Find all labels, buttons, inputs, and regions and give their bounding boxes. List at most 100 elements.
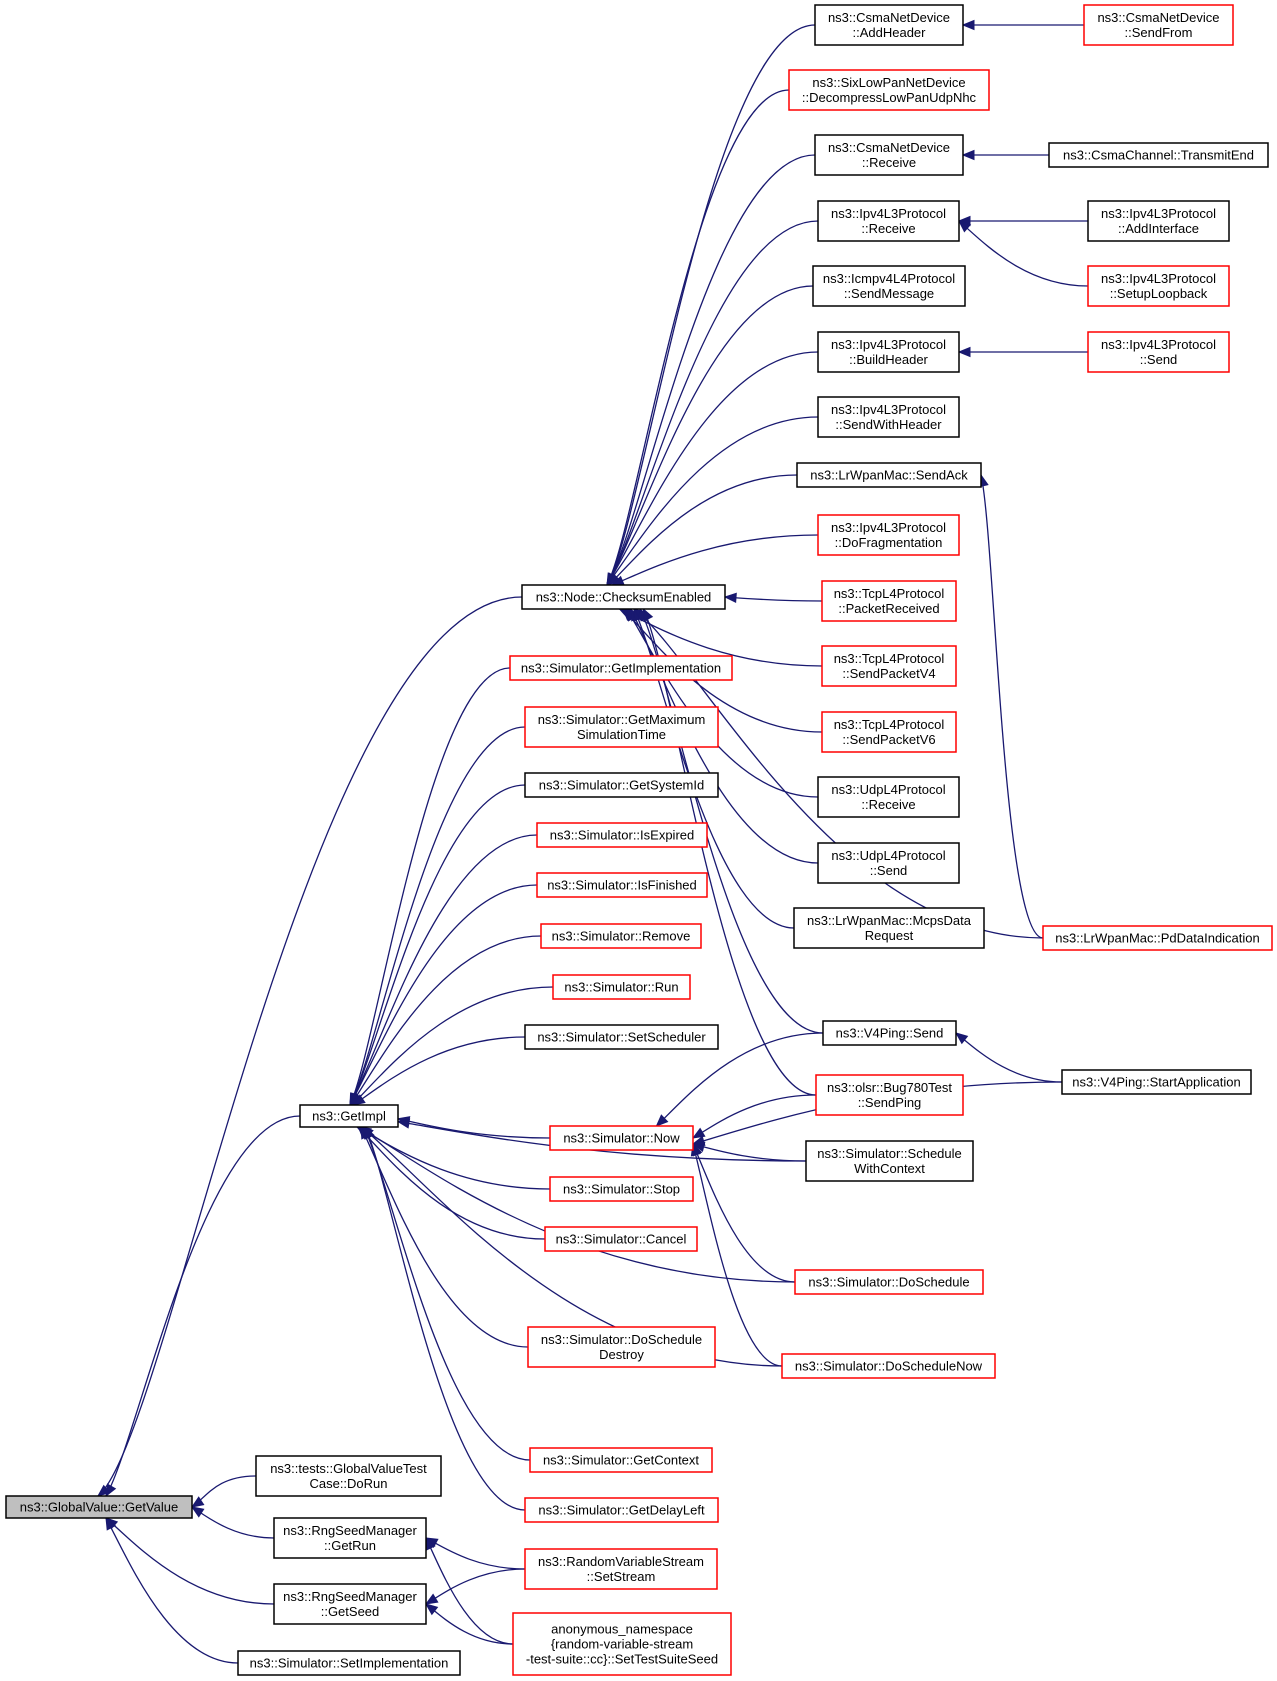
node-label: ::Send — [870, 863, 908, 878]
node-label: ns3::RngSeedManager — [283, 1523, 417, 1538]
node-gv-getvalue[interactable]: ns3::GlobalValue::GetValue — [5, 1495, 193, 1519]
call-edge — [425, 1568, 526, 1605]
arrowhead — [105, 1516, 117, 1531]
node-anon-seed[interactable]: anonymous_namespace{random-variable-stre… — [512, 1612, 732, 1676]
node-sim-isfinished[interactable]: ns3::Simulator::IsFinished — [536, 872, 708, 898]
node-udp-send[interactable]: ns3::UdpL4Protocol::Send — [817, 842, 960, 884]
node-box — [817, 514, 960, 556]
node-sim-getimplementation[interactable]: ns3::Simulator::GetImplementation — [509, 655, 733, 681]
node-sim-getsystemid[interactable]: ns3::Simulator::GetSystemId — [524, 772, 719, 798]
node-sim-getcontext[interactable]: ns3::Simulator::GetContext — [529, 1447, 713, 1473]
node-v4ping-send[interactable]: ns3::V4Ping::Send — [822, 1020, 957, 1046]
node-label: ::SendWithHeader — [835, 417, 942, 432]
node-ipv4l3-addinterface[interactable]: ns3::Ipv4L3Protocol::AddInterface — [1087, 200, 1230, 242]
node-box — [1061, 1069, 1252, 1095]
node-csma-receive[interactable]: ns3::CsmaNetDevice::Receive — [814, 134, 964, 176]
node-ipv4l3-dofrag[interactable]: ns3::Ipv4L3Protocol::DoFragmentation — [817, 514, 960, 556]
node-sim-setscheduler[interactable]: ns3::Simulator::SetScheduler — [524, 1024, 719, 1050]
node-csma-addheader[interactable]: ns3::CsmaNetDevice::AddHeader — [814, 4, 964, 46]
node-label: ::Send — [1140, 352, 1178, 367]
node-label: ns3::LrWpanMac::SendAck — [810, 468, 968, 483]
node-tcp-packetreceived[interactable]: ns3::TcpL4Protocol::PacketReceived — [821, 580, 957, 622]
call-edge — [608, 474, 798, 586]
node-sim-getdelayleft[interactable]: ns3::Simulator::GetDelayLeft — [524, 1497, 719, 1523]
node-label: ::Receive — [861, 797, 915, 812]
function-nodes: ns3::GlobalValue::GetValue ns3::tests::Gl… — [5, 4, 1273, 1676]
node-sim-cancel[interactable]: ns3::Simulator::Cancel — [544, 1226, 698, 1252]
call-edge — [606, 220, 819, 586]
node-sim-remove[interactable]: ns3::Simulator::Remove — [540, 923, 702, 949]
node-sim-doschedule[interactable]: ns3::Simulator::DoSchedule — [794, 1269, 984, 1295]
node-csmach-transmitend[interactable]: ns3::CsmaChannel::TransmitEnd — [1048, 142, 1269, 168]
node-box — [1087, 331, 1230, 373]
node-olsr-sendping[interactable]: ns3::olsr::Bug780Test::SendPing — [815, 1074, 964, 1116]
node-icmpv4-sendmessage[interactable]: ns3::Icmpv4L4Protocol::SendMessage — [812, 265, 966, 307]
node-box — [544, 1226, 698, 1252]
call-edge — [105, 1517, 239, 1664]
node-label: ::GetSeed — [321, 1604, 380, 1619]
node-label: ns3::TcpL4Protocol — [834, 651, 945, 666]
node-sim-stop[interactable]: ns3::Simulator::Stop — [549, 1176, 694, 1202]
call-edge — [692, 1143, 783, 1367]
node-box — [817, 776, 960, 818]
node-lrwpan-sendack[interactable]: ns3::LrWpanMac::SendAck — [796, 462, 982, 488]
node-box — [524, 1497, 719, 1523]
node-sim-doschedulenow[interactable]: ns3::Simulator::DoScheduleNow — [781, 1353, 996, 1379]
node-label: ns3::V4Ping::Send — [836, 1026, 944, 1041]
node-csma-sendfrom[interactable]: ns3::CsmaNetDevice::SendFrom — [1083, 4, 1234, 46]
node-label: ::AddHeader — [853, 25, 927, 40]
call-edge — [356, 1126, 551, 1190]
node-rng-getrun[interactable]: ns3::RngSeedManager::GetRun — [273, 1517, 427, 1559]
node-sixlowpan[interactable]: ns3::SixLowPanNetDevice::DecompressLowPa… — [788, 69, 990, 111]
node-box — [273, 1583, 427, 1625]
node-label: ns3::CsmaNetDevice — [1097, 10, 1219, 25]
arrowhead — [642, 607, 654, 622]
arrowhead — [958, 220, 972, 233]
arrowhead — [96, 1484, 111, 1497]
node-label: ::SendPing — [858, 1095, 922, 1110]
node-label: {random-variable-stream — [551, 1637, 693, 1652]
node-sim-run[interactable]: ns3::Simulator::Run — [552, 974, 691, 1000]
node-sim-isexpired[interactable]: ns3::Simulator::IsExpired — [536, 822, 708, 848]
node-label: ::SendPacketV6 — [842, 732, 935, 747]
node-box — [524, 1548, 718, 1590]
node-sim-setimpl[interactable]: ns3::Simulator::SetImplementation — [237, 1650, 461, 1676]
node-ipv4l3-sendwithheader[interactable]: ns3::Ipv4L3Protocol::SendWithHeader — [817, 396, 960, 438]
node-box — [521, 584, 726, 610]
node-label: ns3::Simulator::GetMaximum — [538, 712, 706, 727]
node-ipv4l3-setuploopback[interactable]: ns3::Ipv4L3Protocol::SetupLoopback — [1087, 265, 1230, 307]
node-label: ::BuildHeader — [849, 352, 928, 367]
node-rvs-setstream[interactable]: ns3::RandomVariableStream::SetStream — [524, 1548, 718, 1590]
node-getimpl[interactable]: ns3::GetImpl — [299, 1104, 399, 1128]
node-udp-receive[interactable]: ns3::UdpL4Protocol::Receive — [817, 776, 960, 818]
node-box — [822, 1020, 957, 1046]
node-box — [552, 974, 691, 1000]
node-sim-now[interactable]: ns3::Simulator::Now — [549, 1125, 694, 1151]
node-label: Case::DoRun — [309, 1476, 387, 1491]
node-box — [1042, 925, 1273, 951]
node-box — [805, 1140, 974, 1182]
node-ipv4l3-receive[interactable]: ns3::Ipv4L3Protocol::Receive — [817, 200, 960, 242]
node-lrwpan-pddata[interactable]: ns3::LrWpanMac::PdDataIndication — [1042, 925, 1273, 951]
node-label: Destroy — [599, 1347, 644, 1362]
call-edge — [724, 596, 823, 602]
node-rng-getseed[interactable]: ns3::RngSeedManager::GetSeed — [273, 1583, 427, 1625]
arrowhead — [961, 19, 975, 31]
node-ipv4l3-send[interactable]: ns3::Ipv4L3Protocol::Send — [1087, 331, 1230, 373]
node-label: ns3::Simulator::SetImplementation — [250, 1656, 449, 1671]
node-node-checksum[interactable]: ns3::Node::ChecksumEnabled — [521, 584, 726, 610]
node-label: ns3::Simulator::GetSystemId — [539, 778, 704, 793]
node-v4ping-startapp[interactable]: ns3::V4Ping::StartApplication — [1061, 1069, 1252, 1095]
node-ipv4l3-buildheader[interactable]: ns3::Ipv4L3Protocol::BuildHeader — [817, 331, 960, 373]
node-label: ns3::LrWpanMac::McpsData — [807, 913, 972, 928]
node-tcp-sendpacketv4[interactable]: ns3::TcpL4Protocol::SendPacketV4 — [821, 645, 957, 687]
node-label: ns3::RandomVariableStream — [538, 1554, 704, 1569]
call-edge — [349, 834, 538, 1106]
node-tcp-sendpacketv6[interactable]: ns3::TcpL4Protocol::SendPacketV6 — [821, 711, 957, 753]
node-label: ns3::tests::GlobalValueTest — [270, 1461, 427, 1476]
